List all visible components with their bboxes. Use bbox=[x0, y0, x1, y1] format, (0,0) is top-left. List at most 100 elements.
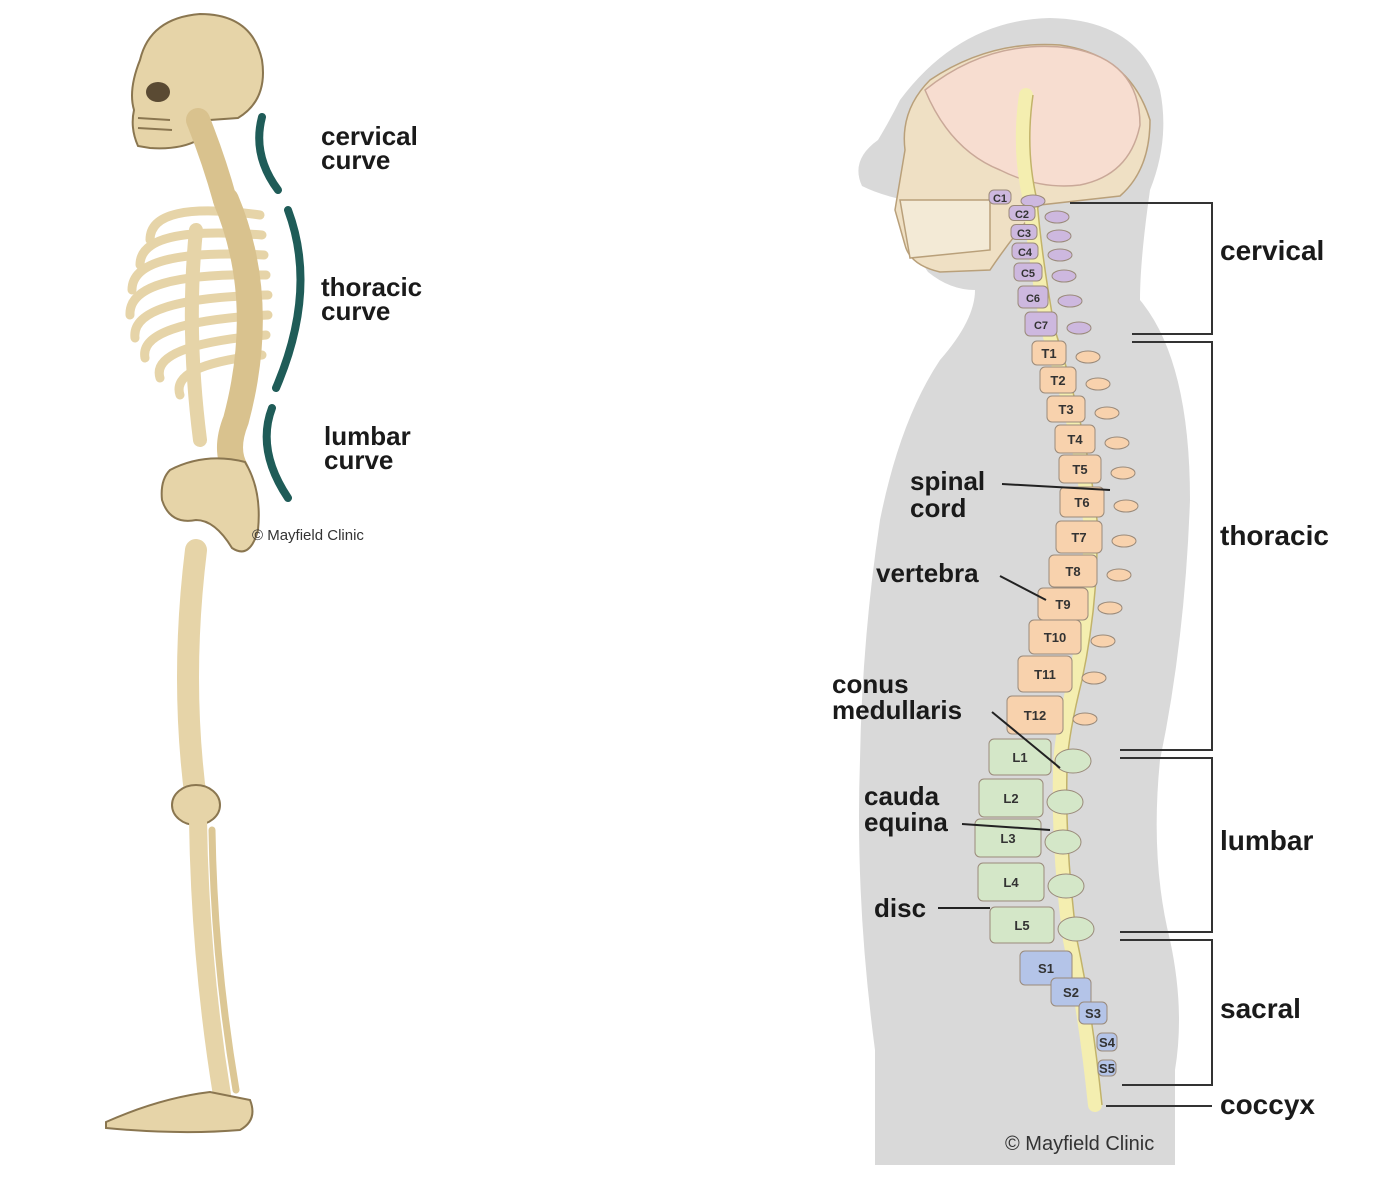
vertebra-body-cervical bbox=[1008, 205, 1036, 221]
vertebra-body-lumbar bbox=[977, 862, 1045, 902]
vertebra-label: C3 bbox=[1017, 228, 1031, 240]
vertebra-label: T9 bbox=[1055, 597, 1070, 612]
sacral-bracket bbox=[1120, 939, 1213, 1086]
vertebra-body-lumbar bbox=[978, 778, 1044, 818]
vertebra-label: L4 bbox=[1003, 875, 1019, 890]
vertebra-label: C4 bbox=[1018, 247, 1033, 259]
vertebra-body-thoracic bbox=[1031, 340, 1067, 366]
thoracic-curve-marker bbox=[272, 206, 305, 392]
spinous-process bbox=[1044, 210, 1070, 224]
curve-labels: cervical curve thoracic curve lumbar cur… bbox=[321, 121, 422, 475]
vertebra-label: L3 bbox=[1000, 831, 1015, 846]
vertebra-label: T8 bbox=[1065, 564, 1080, 579]
vertebra-label: T2 bbox=[1050, 373, 1065, 388]
spinous-process bbox=[1054, 748, 1092, 774]
cervical-region-label: cervical bbox=[1220, 235, 1324, 266]
skeleton-figure bbox=[105, 12, 273, 1134]
spinous-process bbox=[1094, 406, 1120, 420]
spinous-process bbox=[1104, 436, 1130, 450]
brain bbox=[924, 45, 1141, 187]
vertebra-body-lumbar bbox=[989, 906, 1055, 944]
right-copyright: © Mayfield Clinic bbox=[1005, 1133, 1154, 1155]
vertebra-body-thoracic bbox=[1017, 655, 1073, 693]
vertebra-body-cervical bbox=[1024, 311, 1058, 337]
vertebra-body-thoracic bbox=[1055, 520, 1103, 554]
spinous-process bbox=[1111, 534, 1137, 548]
spinous-process bbox=[1046, 229, 1072, 243]
spinous-process bbox=[1081, 671, 1107, 685]
thoracic-curve-label-2: curve bbox=[321, 296, 390, 326]
cervical-curve-marker bbox=[255, 113, 282, 194]
spinous-process bbox=[1051, 269, 1077, 283]
sacral-region-label: sacral bbox=[1220, 993, 1301, 1024]
spinous-process bbox=[1047, 873, 1085, 899]
vertebra-body-cervical bbox=[1017, 285, 1049, 309]
vertebra-column: C1C2C3C4C5C6C7T1T2T3T4T5T6T7T8T9T10T11T1… bbox=[974, 189, 1139, 1077]
vertebra-body-sacral bbox=[1097, 1059, 1117, 1077]
vertebra-body-sacral bbox=[1050, 977, 1092, 1007]
vertebra-body-thoracic bbox=[1039, 366, 1077, 394]
spinous-process bbox=[1106, 568, 1132, 582]
vertebra-label: T1 bbox=[1041, 346, 1056, 361]
vertebra-body-sacral bbox=[1096, 1032, 1118, 1052]
vertebra-label: T7 bbox=[1071, 530, 1086, 545]
lumbar-curve-label-2: curve bbox=[324, 445, 393, 475]
spinous-process bbox=[1057, 916, 1095, 942]
left-copyright: © Mayfield Clinic bbox=[252, 527, 364, 544]
conus-medullaris-label-1: conus bbox=[832, 669, 909, 699]
cauda-equina-label-1: cauda bbox=[864, 781, 940, 811]
vertebra-label: L1 bbox=[1012, 750, 1027, 765]
coccyx-region-label: coccyx bbox=[1220, 1089, 1315, 1120]
vertebra-label: L5 bbox=[1014, 918, 1029, 933]
vertebra-label: T10 bbox=[1044, 630, 1066, 645]
vertebra-label: T11 bbox=[1034, 667, 1056, 682]
cervical-curve-label-2: curve bbox=[321, 145, 390, 175]
vertebra-label: C2 bbox=[1015, 209, 1029, 221]
spinous-process bbox=[1113, 499, 1139, 513]
vertebra-body-thoracic bbox=[1054, 424, 1096, 454]
vertebra-label: T6 bbox=[1074, 495, 1089, 510]
lumbar-curve-label-1: lumbar bbox=[324, 421, 411, 451]
vertebra-label: S3 bbox=[1085, 1006, 1101, 1021]
vertebra-body-thoracic bbox=[1006, 695, 1064, 735]
vertebra-body-sacral bbox=[1078, 1001, 1108, 1025]
conus-medullaris-label-2: medullaris bbox=[832, 695, 962, 725]
vertebra-body-thoracic bbox=[1048, 554, 1098, 588]
pointer-labels: spinal cord vertebra conus medullaris ca… bbox=[832, 466, 1111, 923]
spinous-process bbox=[1075, 350, 1101, 364]
vertebra-label: T4 bbox=[1067, 432, 1083, 447]
spinous-process bbox=[1047, 248, 1073, 262]
vertebra-label: S5 bbox=[1099, 1061, 1115, 1076]
thoracic-region-label: thoracic bbox=[1220, 520, 1329, 551]
vertebra-body-thoracic bbox=[1058, 454, 1102, 484]
spinous-process bbox=[1066, 321, 1092, 335]
vertebra-label: vertebra bbox=[876, 558, 979, 588]
region-labels: cervical thoracic lumbar sacral coccyx bbox=[1220, 235, 1329, 1120]
cauda-equina-label-2: equina bbox=[864, 807, 948, 837]
vertebra-body-cervical bbox=[1011, 242, 1039, 260]
vertebra-label: S2 bbox=[1063, 985, 1079, 1000]
lumbar-region-label: lumbar bbox=[1220, 825, 1313, 856]
vertebra-body-cervical bbox=[1013, 262, 1043, 282]
spinous-process bbox=[1085, 377, 1111, 391]
vertebra-label: S1 bbox=[1038, 961, 1054, 976]
curve-markers bbox=[255, 113, 305, 502]
vertebra-body-sacral bbox=[1019, 950, 1073, 986]
spinous-process bbox=[1046, 789, 1084, 815]
spinal-cord-label-2: cord bbox=[910, 493, 966, 523]
vertebra-body-thoracic bbox=[1059, 486, 1105, 518]
cervical-bracket bbox=[1070, 202, 1213, 335]
vertebra-label: T3 bbox=[1058, 402, 1073, 417]
spinous-process bbox=[1097, 601, 1123, 615]
vertebra-label: S4 bbox=[1099, 1035, 1116, 1050]
vertebra-label: C5 bbox=[1021, 268, 1035, 280]
vertebra-label: C1 bbox=[993, 193, 1007, 205]
vertebra-label: T5 bbox=[1072, 462, 1087, 477]
thoracic-curve-label-1: thoracic bbox=[321, 272, 422, 302]
vertebra-body-cervical bbox=[988, 189, 1012, 205]
spinal-cord-label-1: spinal bbox=[910, 466, 985, 496]
disc-label: disc bbox=[874, 893, 926, 923]
cervical-curve-label-1: cervical bbox=[321, 121, 418, 151]
